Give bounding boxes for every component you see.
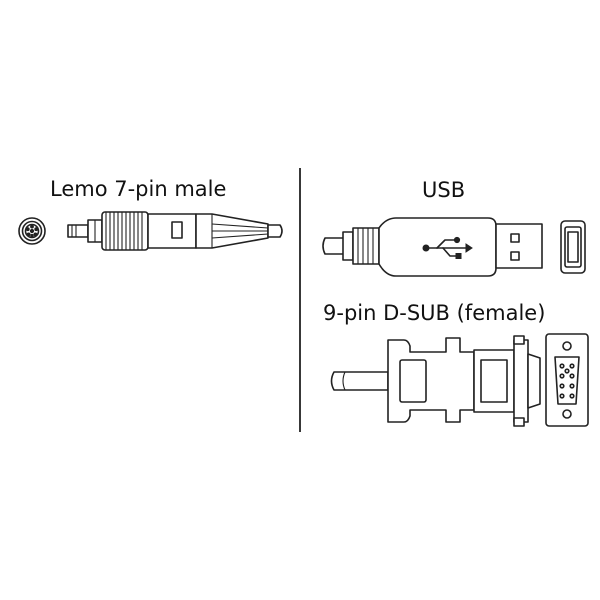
dsub-face-icon: [545, 333, 589, 427]
lemo-connector-label: Lemo 7-pin male: [50, 177, 227, 201]
lemo-face-icon: [18, 217, 46, 245]
usb-plug-icon: [322, 217, 543, 277]
usb-connector-label: USB: [422, 178, 466, 202]
usb-face-icon: [560, 220, 586, 274]
lemo-plug-icon: [67, 211, 283, 251]
dsub-plug-icon: [330, 335, 541, 427]
usb-symbol-icon: [422, 236, 473, 259]
dsub-connector-label: 9-pin D-SUB (female): [323, 301, 546, 325]
